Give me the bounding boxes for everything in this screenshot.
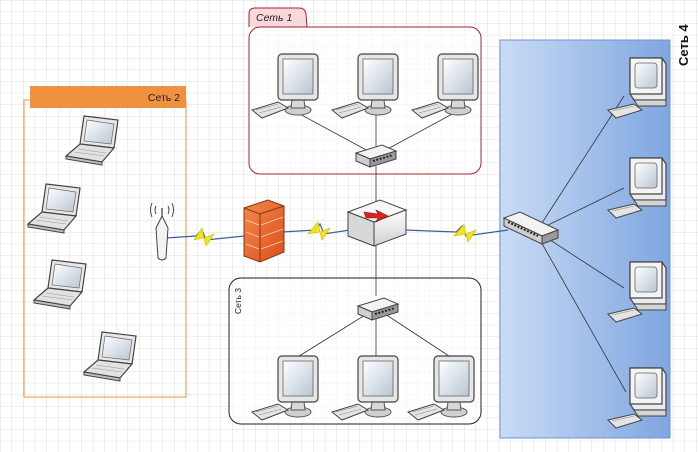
network-2-group: Сеть 2 <box>23 86 187 398</box>
wireless-links <box>165 221 509 247</box>
connection-lines <box>295 95 627 393</box>
wireless-bolt-icon <box>453 223 477 243</box>
wifi-antenna-icon <box>150 202 174 261</box>
network-1-label: Сеть 1 <box>256 12 292 24</box>
firewall-icon <box>243 199 285 263</box>
switch-icon <box>502 211 560 245</box>
wireless-bolt-icon <box>193 227 215 247</box>
network-4-label: Сеть 4 <box>676 24 691 66</box>
network-3-label: Сеть 3 <box>233 288 243 314</box>
wireless-bolt-icon <box>307 221 331 241</box>
network-2-label: Сеть 2 <box>148 92 180 104</box>
network-2-header <box>30 86 186 108</box>
router-icon <box>346 199 408 247</box>
